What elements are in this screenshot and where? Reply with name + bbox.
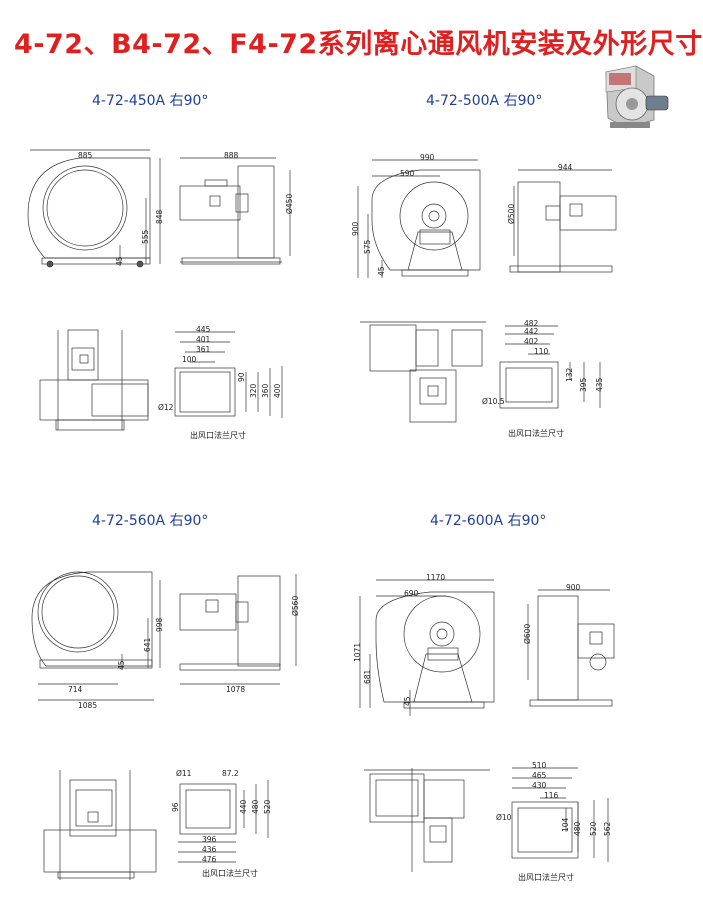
side-view-600a [527, 589, 615, 707]
dimension-label: 361 [196, 345, 211, 354]
front-view-560a [31, 571, 161, 701]
dimension-label: 400 [273, 383, 282, 398]
model-title-450a: 4-72-450A 右90° [92, 93, 209, 109]
dimension-label: 562 [603, 821, 612, 836]
dimension-label: 401 [196, 335, 211, 344]
dimension-label: 480 [573, 821, 582, 836]
dimension-label: 1085 [78, 701, 98, 710]
dimension-label: Ø12 [158, 403, 174, 412]
dimension-label: 465 [532, 771, 547, 780]
dimension-label: 555 [141, 229, 150, 244]
dimension-label: 714 [68, 685, 83, 694]
dimension-label: Ø10.5 [482, 397, 505, 406]
dimension-label: Ø600 [523, 623, 532, 644]
dimension-label: 1078 [226, 685, 246, 694]
dimension-label: 45 [403, 696, 412, 706]
dimension-label: 681 [363, 669, 372, 684]
dimension-label: 885 [78, 151, 93, 160]
front-view-500a [357, 159, 481, 278]
dimension-label: 575 [363, 239, 372, 254]
dimension-label: Ø10 [496, 813, 512, 822]
dimension-label: 476 [202, 855, 217, 864]
flange-caption-600a: 出风口法兰尺寸 [518, 873, 574, 882]
front-view-600a [359, 579, 495, 716]
side-view-450a [179, 157, 291, 265]
dimension-label: 45 [117, 660, 126, 670]
model-title-600a: 4-72-600A 右90° [430, 513, 547, 529]
technical-drawings [27, 149, 617, 880]
model-title-500a: 4-72-500A 右90° [426, 93, 543, 109]
dimension-label: 900 [351, 221, 360, 236]
plan-view-450a [39, 329, 149, 431]
dimension-label: 402 [524, 337, 539, 346]
front-view-450a [27, 149, 161, 268]
plan-view-600a [364, 768, 490, 872]
dimension-label: 436 [202, 845, 217, 854]
dimension-label: 96 [171, 802, 180, 812]
dimension-label: 520 [589, 821, 598, 836]
dimension-label: 690 [404, 589, 419, 598]
dimension-label: 360 [261, 383, 270, 398]
flange-view-500a [499, 325, 601, 409]
dimension-label: 45 [115, 256, 124, 266]
dimension-label: 45 [377, 266, 386, 276]
dimension-label: Ø500 [507, 203, 516, 224]
dimension-label: Ø560 [291, 595, 300, 616]
side-view-500a [509, 169, 617, 273]
dimension-label: 132 [565, 367, 574, 382]
side-view-560a [179, 574, 297, 685]
flange-caption-500a: 出风口法兰尺寸 [508, 429, 564, 438]
dimension-label: 116 [544, 791, 559, 800]
model-title-560a: 4-72-560A 右90° [92, 513, 209, 529]
dimension-label: 396 [202, 835, 217, 844]
page-title: 4-72、B4-72、F4-72系列离心通风机安装及外形尺寸 [14, 29, 703, 60]
dimension-label: 480 [251, 799, 260, 814]
dimension-label: 888 [224, 151, 239, 160]
flange-caption-560a: 出风口法兰尺寸 [202, 869, 258, 878]
dimension-label: 442 [524, 327, 539, 336]
dimension-label: 900 [566, 583, 581, 592]
dimension-label: 848 [155, 209, 164, 224]
dimension-label: 1071 [353, 642, 362, 662]
dimension-label: 641 [143, 637, 152, 652]
flange-view-600a [511, 767, 609, 862]
dimension-label: 1170 [426, 573, 446, 582]
dimension-label: 100 [182, 355, 197, 364]
dimension-label: 395 [579, 377, 588, 392]
dimension-label: Ø11 [176, 769, 192, 778]
dimension-label: 944 [558, 163, 573, 172]
dimension-label: 440 [239, 799, 248, 814]
plan-view-560a [43, 770, 157, 880]
dimension-label: 435 [595, 377, 604, 392]
dimension-label: 998 [155, 617, 164, 632]
flange-view-560a [178, 780, 269, 863]
dimension-label: 510 [532, 761, 547, 770]
dimension-label: 482 [524, 319, 539, 328]
dimension-label: 110 [534, 347, 549, 356]
dimension-label: 990 [420, 153, 435, 162]
dimension-label: 87.2 [222, 769, 239, 778]
dimension-label: 520 [263, 799, 272, 814]
dimension-label: 104 [561, 817, 570, 832]
dimension-label: 90 [237, 372, 246, 382]
fan-photo [596, 58, 674, 136]
dimension-label: 590 [400, 169, 415, 178]
dimension-label: 320 [249, 383, 258, 398]
plan-view-500a [360, 321, 486, 423]
dimension-label: 445 [196, 325, 211, 334]
dimension-label: Ø450 [285, 193, 294, 214]
flange-view-450a [174, 331, 283, 418]
flange-caption-450a: 出风口法兰尺寸 [190, 431, 246, 440]
dimension-label: 430 [532, 781, 547, 790]
